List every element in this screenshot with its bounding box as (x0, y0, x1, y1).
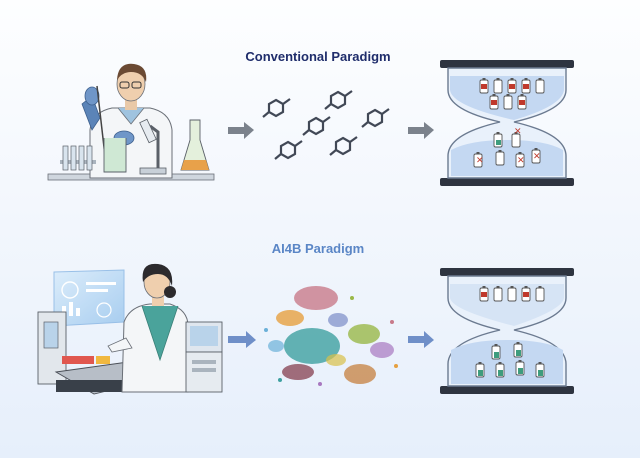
batteries-top (479, 285, 545, 302)
svg-text:✕: ✕ (476, 155, 484, 165)
molecule-icon (323, 89, 354, 111)
data-cluster-icon (264, 286, 398, 386)
svg-text:✕: ✕ (533, 151, 541, 161)
conventional-paradigm-title: Conventional Paradigm (245, 49, 391, 64)
molecule-icon (273, 139, 304, 161)
hourglass-icon (440, 268, 574, 394)
microscope-icon (139, 118, 167, 175)
test-tube-rack (60, 145, 96, 171)
computer-icon (185, 321, 223, 393)
beaker-icon (103, 138, 127, 173)
researcher-computer-illustration (37, 263, 223, 395)
scientist-lab-illustration (47, 63, 215, 181)
molecules-cluster (261, 89, 391, 161)
hourglass-icon: ✕ ✕ ✕ ✕ (440, 60, 574, 186)
failed-batteries-top (479, 77, 545, 110)
molecule-icon (360, 107, 391, 129)
flask-icon (180, 119, 210, 171)
failed-batteries-bottom: ✕ ✕ ✕ ✕ (473, 126, 541, 168)
molecule-icon (328, 135, 359, 157)
successful-batteries-bottom (475, 341, 545, 378)
molecule-icon (261, 97, 292, 119)
arrow-1 (228, 122, 254, 139)
arrow-2 (408, 122, 434, 139)
arrow-3 (228, 331, 256, 348)
ai4b-paradigm-title: AI4B Paradigm (271, 241, 365, 256)
svg-text:✕: ✕ (517, 155, 525, 165)
molecule-icon (301, 115, 332, 137)
svg-text:✕: ✕ (514, 126, 522, 136)
researcher-icon (107, 263, 189, 393)
arrow-4 (408, 331, 434, 348)
hologram-screen (53, 269, 125, 327)
